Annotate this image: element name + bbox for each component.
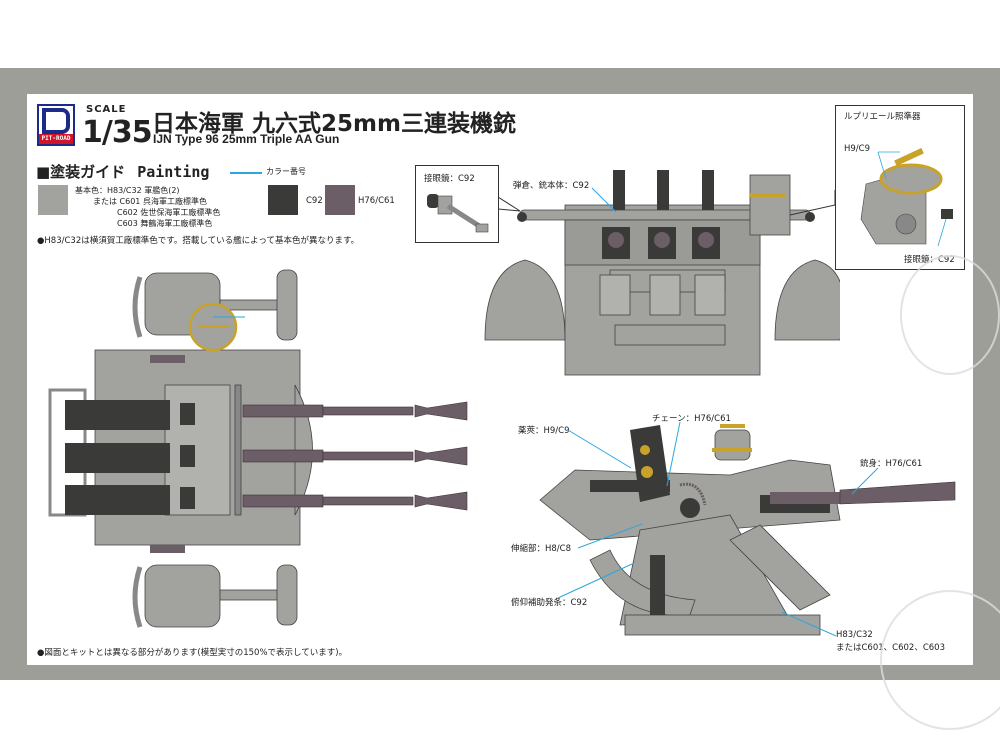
swatch-c92-label: C92	[306, 196, 323, 206]
base-color-line: 基本色：H83/C32 軍艦色(2)	[75, 186, 180, 195]
top-seat-lower	[144, 564, 221, 628]
front-magazine-1	[613, 170, 625, 210]
swatch-base-color	[38, 185, 68, 215]
watermark	[900, 255, 1000, 375]
chain-callout-label: チェーン：H76/C61	[652, 414, 731, 424]
front-magazine-3	[702, 170, 714, 210]
top-view-illustration	[48, 269, 468, 628]
side-elevation-spring	[650, 555, 665, 615]
top-handle-upper	[276, 269, 298, 341]
logo-p-glyph	[42, 108, 70, 134]
watermark	[880, 590, 1000, 730]
cartridge-leader-line	[567, 429, 632, 469]
top-receiver-3	[65, 485, 170, 515]
swatch-c92	[268, 185, 298, 215]
front-seat-right	[774, 259, 840, 341]
cartridge-callout-label: 薬莢：H9/C9	[518, 426, 570, 436]
title-english: IJN Type 96 25mm Triple AA Gun	[153, 132, 340, 146]
recoil-callout-label: 伸縮部：H8/C8	[511, 544, 572, 554]
title-japanese: 日本海軍 九六式25mm三連装機銃	[152, 111, 516, 137]
elevation-spring-callout-label: 俯仰補助発条：C92	[511, 598, 588, 608]
side-view-illustration	[539, 424, 956, 636]
side-elevation-arc	[589, 549, 696, 616]
sight-callout-pointer	[790, 190, 836, 216]
top-receiver-2	[65, 443, 170, 473]
base-callout-label-line1: H83/C32	[836, 630, 873, 640]
top-barrel-2	[322, 451, 414, 461]
side-barrel	[839, 481, 956, 505]
top-flash-hider-2	[414, 446, 468, 466]
sight-callout-box: ルプリエール照準器 H9/C9 接眼鏡：C92	[835, 105, 965, 270]
top-recoil-spring-3	[242, 494, 324, 508]
base-leader-line	[781, 611, 837, 637]
base-color-note: ●H83/C32は横須賀工廠標準色です。搭載している艦によって基本色が異なります…	[37, 236, 360, 246]
side-sight	[714, 429, 751, 461]
sight-callout-title: ルプリエール照準器	[844, 112, 921, 122]
front-view-illustration	[484, 170, 840, 376]
painting-heading-jp: ■塗装ガイド	[36, 163, 126, 181]
swatch-h76	[325, 185, 355, 215]
logo-brand-text: PIT-ROAD	[39, 134, 73, 144]
top-handle-lower	[276, 564, 298, 626]
swatch-h76-label: H76/C61	[358, 196, 395, 206]
front-sight-housing	[749, 174, 791, 236]
eyepiece-callout-label: 接眼鏡：C92	[424, 174, 475, 184]
barrel-leader-line	[851, 467, 879, 495]
pit-road-logo: PIT-ROAD	[37, 104, 75, 146]
top-barrel-3	[322, 496, 414, 506]
scale-label: SCALE	[86, 104, 127, 115]
front-magazine-2	[657, 170, 669, 210]
side-gun-receiver	[590, 480, 670, 492]
base-color-line: C603 舞鶴海軍工廠標準色	[117, 219, 213, 228]
color-code-legend-label: カラー番号	[266, 167, 306, 176]
side-chain	[679, 482, 707, 506]
eyepiece-detail-illustration	[427, 194, 489, 233]
painting-heading-en: Painting	[137, 163, 210, 181]
barrel-callout-label: 銃身：H76/C61	[860, 459, 923, 469]
top-receiver-1	[65, 400, 170, 430]
top-barrel-1	[322, 406, 414, 416]
magazine-callout-label: 弾倉、銃本体：C92	[513, 181, 590, 191]
base-color-line: または C601 呉海軍工廠標準色	[93, 197, 207, 206]
scale-value: 1/35	[82, 115, 153, 150]
top-sight-bar	[197, 325, 229, 328]
elevation-spring-leader-line	[557, 563, 633, 599]
recoil-leader-line	[577, 523, 643, 549]
top-recoil-spring-1	[242, 404, 324, 418]
chain-leader-line	[666, 421, 681, 487]
painting-heading: ■塗装ガイド Painting	[36, 161, 209, 182]
eyepiece-callout-box: 接眼鏡：C92	[415, 165, 499, 243]
footer-note: ●図面とキットとは異なる部分があります(模型実寸の150%で表示しています)。	[37, 648, 348, 658]
side-recoil-spring	[770, 492, 850, 504]
base-color-description: 基本色：H83/C32 軍艦色(2) または C601 呉海軍工廠標準色 C60…	[75, 185, 220, 229]
top-flash-hider-3	[414, 491, 468, 511]
front-seat-left	[484, 259, 566, 341]
eyepiece-callout-pointer	[498, 196, 521, 212]
sight-callout-brass-label: H9/C9	[844, 144, 871, 154]
side-base	[624, 614, 821, 636]
magazine-leader-line	[591, 187, 617, 213]
top-flash-hider-1	[414, 401, 468, 421]
sight-detail-illustration	[860, 147, 953, 247]
base-color-line: C602 佐世保海軍工廠標準色	[117, 208, 221, 217]
color-code-legend-line	[230, 172, 262, 174]
top-recoil-spring-2	[242, 449, 324, 463]
